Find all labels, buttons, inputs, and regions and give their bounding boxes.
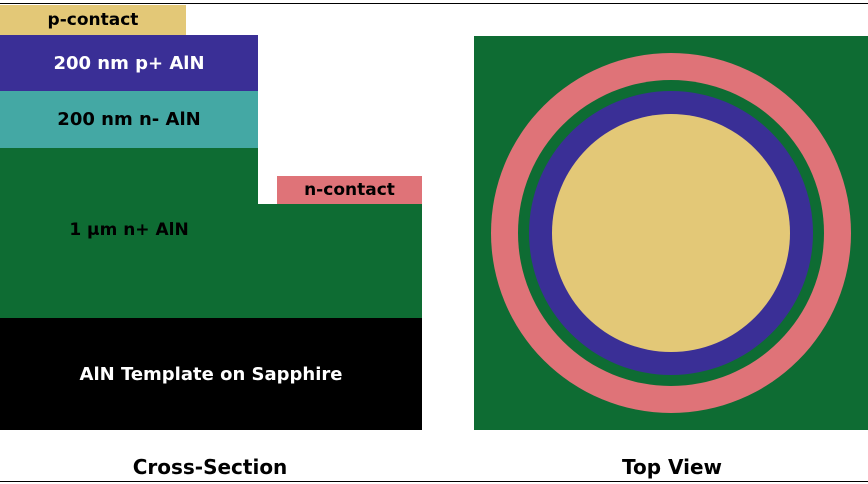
- n-plus-aln-mesa: [0, 148, 258, 204]
- n-minus-aln-label: 200 nm n- AlN: [57, 109, 201, 130]
- p-contact-label: p-contact: [47, 10, 139, 30]
- sapphire-template-layer: AlN Template on Sapphire: [0, 318, 422, 430]
- n-plus-aln-label: 1 μm n+ AlN: [69, 220, 189, 240]
- n-contact-label: n-contact: [304, 180, 395, 200]
- p-aln-layer: 200 nm p+ AlN: [0, 35, 258, 91]
- n-plus-aln-layer: [0, 204, 422, 318]
- n-minus-aln-layer: 200 nm n- AlN: [0, 91, 258, 148]
- n-contact-layer: n-contact: [277, 176, 422, 204]
- top-view-caption: Top View: [621, 455, 723, 479]
- p-contact-layer: p-contact: [0, 5, 186, 35]
- p-aln-label: 200 nm p+ AlN: [53, 52, 205, 74]
- sapphire-template-label: AlN Template on Sapphire: [79, 363, 343, 385]
- top-border-line: [0, 3, 868, 4]
- cross-section-caption: Cross-Section: [132, 455, 288, 479]
- top-view-diagram: [474, 36, 868, 430]
- bottom-border-line: [0, 481, 868, 482]
- p-contact-disk: [552, 114, 790, 352]
